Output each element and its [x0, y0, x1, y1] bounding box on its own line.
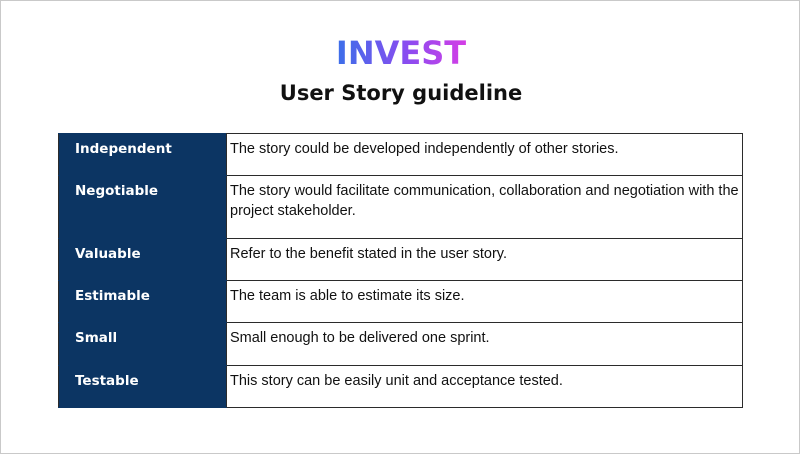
- term-cell: Estimable: [58, 280, 227, 323]
- term-cell: Negotiable: [58, 175, 227, 239]
- term-cell: Valuable: [58, 238, 227, 281]
- table-row: Independent The story could be developed…: [58, 133, 743, 176]
- invest-table: Independent The story could be developed…: [58, 133, 743, 408]
- table-row: Negotiable The story would facilitate co…: [58, 175, 743, 239]
- table-row: Valuable Refer to the benefit stated in …: [58, 238, 743, 281]
- description-cell: The team is able to estimate its size.: [226, 280, 743, 323]
- term-cell: Testable: [58, 365, 227, 408]
- table-row: Small Small enough to be delivered one s…: [58, 322, 743, 366]
- description-cell: Small enough to be delivered one sprint.: [226, 322, 743, 366]
- table-row: Estimable The team is able to estimate i…: [58, 280, 743, 323]
- term-cell: Independent: [58, 133, 227, 176]
- description-cell: The story could be developed independent…: [226, 133, 743, 176]
- table-row: Testable This story can be easily unit a…: [58, 365, 743, 408]
- term-cell: Small: [58, 322, 227, 366]
- description-cell: Refer to the benefit stated in the user …: [226, 238, 743, 281]
- slide-subtitle: User Story guideline: [279, 81, 523, 105]
- slide-title: INVEST: [335, 34, 467, 72]
- description-cell: This story can be easily unit and accept…: [226, 365, 743, 408]
- description-cell: The story would facilitate communication…: [226, 175, 743, 239]
- title-container: INVEST: [1, 33, 800, 73]
